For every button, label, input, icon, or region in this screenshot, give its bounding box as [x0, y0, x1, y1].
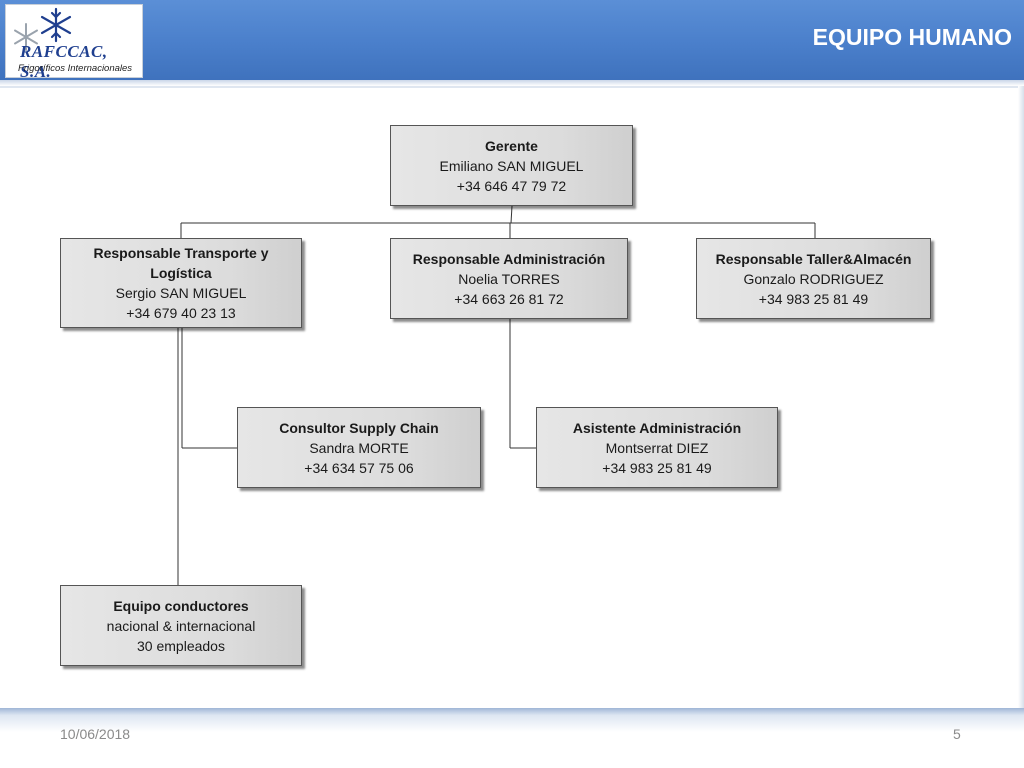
team-scope: nacional & internacional [106, 617, 256, 634]
person-name: Noelia TORRES [458, 270, 560, 287]
org-box-gerente: Gerente Emiliano SAN MIGUEL +34 646 47 7… [390, 125, 633, 206]
role-label: Asistente Administración [572, 419, 742, 436]
role-label: Gerente [485, 137, 538, 154]
org-box-transporte: Responsable Transporte y Logística Sergi… [60, 238, 302, 328]
phone-number: +34 646 47 79 72 [456, 177, 567, 194]
role-label: Responsable Administración [412, 250, 606, 267]
logo-company-name: RAFCCAC, S.A. [20, 42, 108, 81]
phone-number: +34 634 57 75 06 [304, 459, 414, 476]
footer-date: 10/06/2018 [60, 726, 131, 742]
logo-subtitle: Frigoríficos Internacionales [18, 63, 133, 74]
person-name: Gonzalo RODRIGUEZ [743, 270, 884, 287]
org-box-consultor: Consultor Supply Chain Sandra MORTE +34 … [237, 407, 481, 488]
role-label: Responsable Transporte y Logística [93, 245, 269, 281]
phone-number: +34 983 25 81 49 [602, 459, 712, 476]
snowflake-icon [14, 7, 72, 51]
org-box-asistente: Asistente Administración Montserrat DIEZ… [536, 407, 778, 488]
person-name: Emiliano SAN MIGUEL [439, 157, 584, 174]
person-name: Montserrat DIEZ [605, 439, 709, 456]
team-size: 30 empleados [137, 637, 225, 654]
phone-number: +34 663 26 81 72 [454, 290, 564, 307]
role-label: Consultor Supply Chain [279, 419, 439, 436]
phone-number: +34 983 25 81 49 [758, 290, 869, 307]
person-name: Sergio SAN MIGUEL [115, 285, 247, 301]
role-label: Equipo conductores [113, 597, 249, 614]
org-box-administracion: Responsable Administración Noelia TORRES… [390, 238, 628, 319]
header-divider [0, 80, 1024, 86]
phone-number: +34 679 40 23 13 [126, 305, 236, 321]
org-box-taller: Responsable Taller&Almacén Gonzalo RODRI… [696, 238, 931, 319]
person-name: Sandra MORTE [309, 439, 409, 456]
page-title: EQUIPO HUMANO [812, 24, 1012, 50]
org-box-conductores: Equipo conductores nacional & internacio… [60, 585, 302, 666]
role-label: Responsable Taller&Almacén [715, 250, 912, 267]
header-band [0, 0, 1024, 80]
footer-page-number: 5 [953, 726, 961, 742]
company-logo: RAFCCAC, S.A. Frigoríficos Internacional… [5, 4, 143, 81]
right-edge-shade [1018, 86, 1024, 708]
connector-gerente-bus [510, 205, 513, 224]
footer-band [0, 708, 1024, 768]
header-edge-line [0, 86, 1024, 88]
